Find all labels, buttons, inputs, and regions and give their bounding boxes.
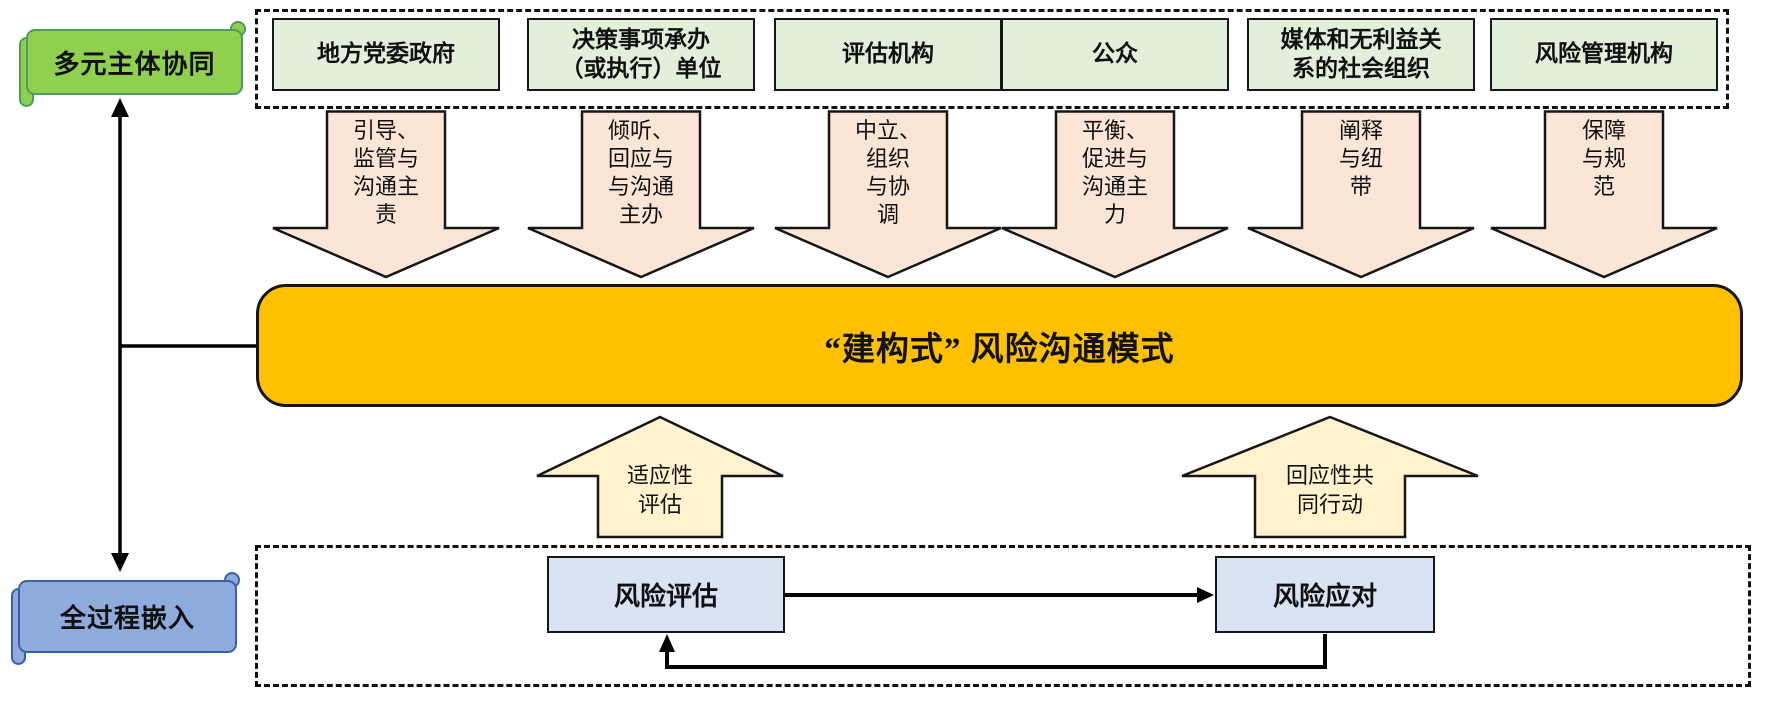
- actor-box: 评估机构: [774, 18, 1002, 91]
- role-down-arrow: 中立、 组织 与协 调: [773, 110, 1003, 280]
- feedback-label: 回应性共 同行动: [1285, 463, 1374, 517]
- role-label: 倾听、 回应与 与沟通 主办: [607, 118, 674, 228]
- role-down-arrow: 引导、 监管与 沟通主 责: [271, 110, 501, 280]
- down-arrow-icon: [1001, 110, 1229, 279]
- process-dashed-frame: [255, 545, 1751, 687]
- actor-box: 公众: [1001, 18, 1229, 91]
- role-down-arrow: 保障 与规 范: [1489, 110, 1719, 280]
- risk-response-box: 风险应对: [1215, 556, 1435, 633]
- risk-response-label: 风险应对: [1272, 582, 1377, 611]
- role-label: 中立、 组织 与协 调: [854, 118, 921, 228]
- role-down-arrow: 平衡、 促进与 沟通主 力: [1000, 110, 1230, 280]
- feedback-up-arrow: 适应性 评估: [535, 415, 785, 539]
- role-label: 保障 与规 范: [1581, 118, 1626, 200]
- down-arrow-icon: [527, 110, 755, 279]
- actors-dashed-frame: [255, 9, 1729, 109]
- multi-subject-scroll: 多元主体协同: [19, 21, 246, 107]
- role-label: 引导、 监管与 沟通主 责: [352, 118, 419, 228]
- actor-box: 风险管理机构: [1490, 18, 1718, 91]
- whole-process-scroll-label: 全过程嵌入: [18, 580, 237, 653]
- up-arrow-icon: [536, 415, 784, 539]
- actor-box: 决策事项承办 （或执行）单位: [527, 18, 755, 91]
- whole-process-scroll: 全过程嵌入: [11, 572, 240, 665]
- arrowhead-up-icon: [111, 98, 129, 117]
- model-banner: “建构式” 风险沟通模式: [256, 284, 1743, 407]
- actor-box: 地方党委政府: [272, 18, 500, 91]
- risk-assessment-box: 风险评估: [547, 556, 785, 633]
- role-label: 平衡、 促进与 沟通主 力: [1081, 118, 1148, 228]
- down-arrow-icon: [1247, 110, 1475, 279]
- arrowhead-down-icon: [111, 553, 129, 572]
- multi-subject-scroll-label: 多元主体协同: [26, 29, 243, 95]
- down-arrow-icon: [774, 110, 1002, 279]
- down-arrow-icon: [272, 110, 500, 279]
- risk-assessment-label: 风险评估: [613, 582, 718, 611]
- feedback-label: 适应性 评估: [626, 463, 693, 517]
- actor-box: 媒体和无利益关 系的社会组织: [1247, 18, 1475, 91]
- down-arrow-icon: [1490, 110, 1718, 279]
- up-arrow-icon: [1181, 415, 1479, 539]
- role-label: 阐释 与纽 带: [1338, 118, 1383, 200]
- model-banner-label: “建构式” 风险沟通模式: [824, 331, 1175, 368]
- role-down-arrow: 阐释 与纽 带: [1246, 110, 1476, 280]
- feedback-up-arrow: 回应性共 同行动: [1180, 415, 1480, 539]
- role-down-arrow: 倾听、 回应与 与沟通 主办: [526, 110, 756, 280]
